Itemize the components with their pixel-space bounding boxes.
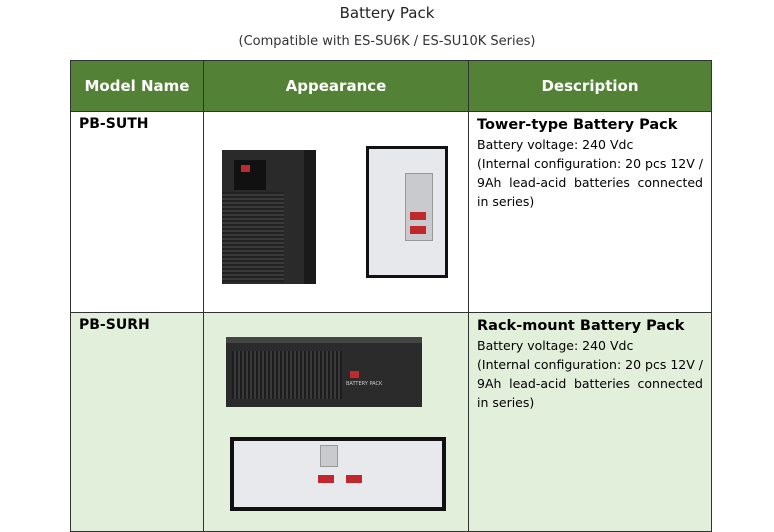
- description-heading: Tower-type Battery Pack: [477, 117, 678, 133]
- battery-voltage: Battery voltage: 240 Vdc: [477, 338, 634, 353]
- model-name: PB-SUTH: [70, 111, 204, 313]
- header-model-name: Model Name: [70, 60, 204, 112]
- rack-battery-front-image: BATTERY PACK: [226, 337, 422, 407]
- header-appearance: Appearance: [203, 60, 469, 112]
- description-cell: Tower-type Battery Pack Battery voltage:…: [468, 111, 712, 313]
- page-subtitle: (Compatible with ES-SU6K / ES-SU10K Seri…: [238, 34, 536, 49]
- internal-configuration: (Internal configuration: 20 pcs 12V / 9A…: [477, 156, 703, 209]
- description-heading: Rack-mount Battery Pack: [477, 318, 685, 334]
- tower-battery-front-image: [222, 150, 316, 284]
- page-title: Battery Pack: [339, 4, 435, 22]
- table-row: PB-SUTH Tower-type Battery Pack Battery …: [70, 111, 712, 313]
- battery-voltage: Battery voltage: 240 Vdc: [477, 137, 634, 152]
- header-description: Description: [468, 60, 712, 112]
- description-cell: Rack-mount Battery Pack Battery voltage:…: [468, 312, 712, 532]
- model-name: PB-SURH: [70, 312, 204, 532]
- appearance-cell: [203, 111, 469, 313]
- battery-pack-table: Model Name Appearance Description PB-SUT…: [70, 60, 712, 532]
- table-header: Model Name Appearance Description: [70, 60, 712, 112]
- internal-configuration: (Internal configuration: 20 pcs 12V / 9A…: [477, 357, 703, 410]
- appearance-cell: BATTERY PACK: [203, 312, 469, 532]
- table-row: PB-SURH BATTERY PACK Rack-mount Battery …: [70, 312, 712, 532]
- rack-battery-rear-image: [230, 437, 446, 511]
- tower-battery-rear-image: [366, 146, 448, 278]
